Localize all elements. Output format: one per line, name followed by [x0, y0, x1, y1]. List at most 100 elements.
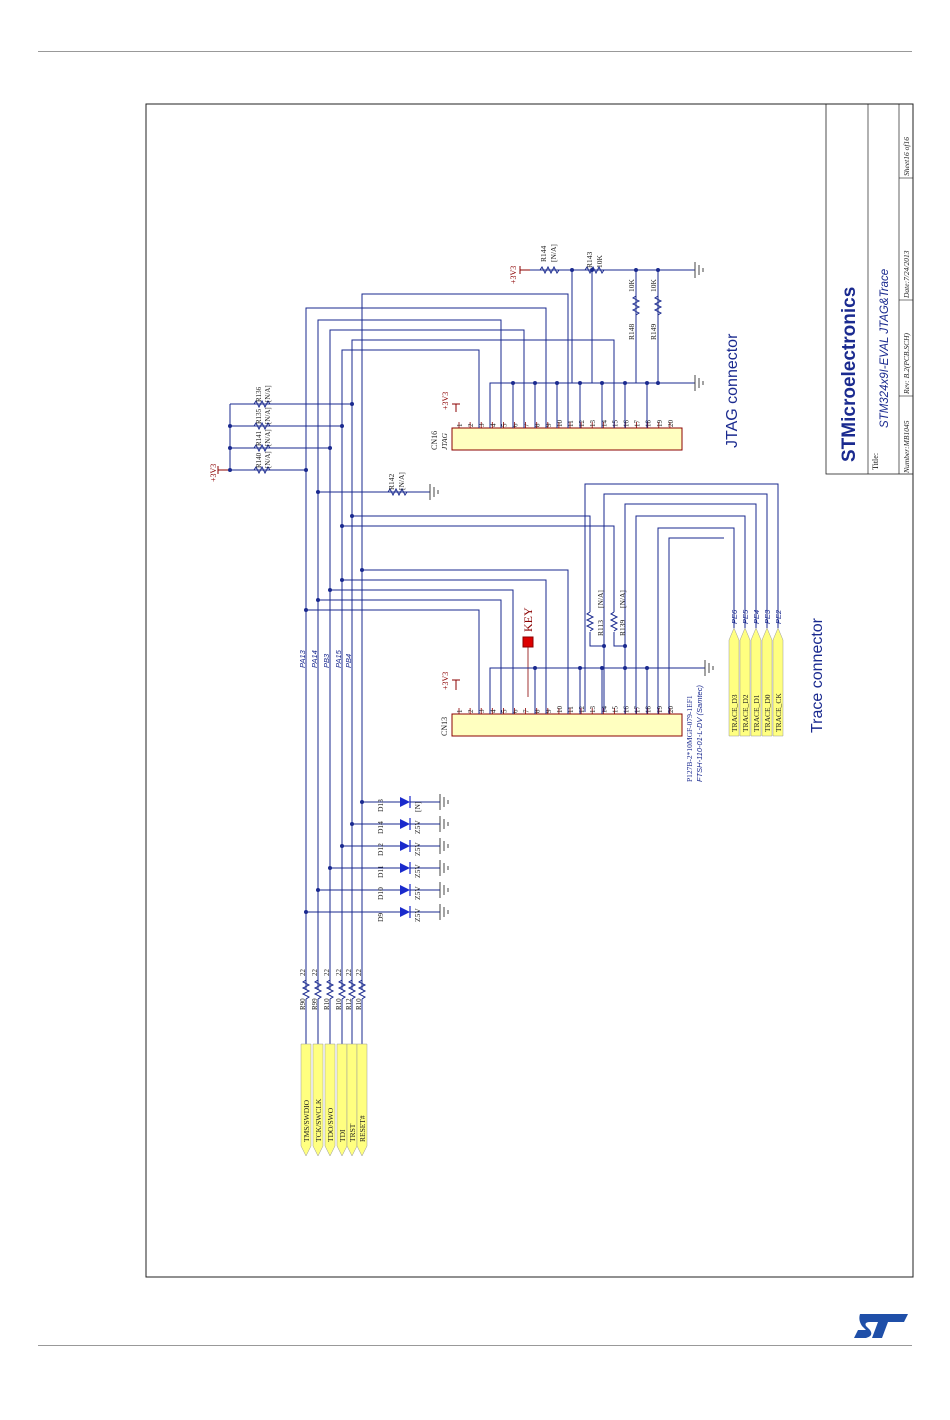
- r139-value: [N/A]: [618, 590, 627, 608]
- port-label-pa13: PA13: [298, 649, 307, 668]
- cn16-pin-1-label: 1: [456, 423, 464, 427]
- diode-d9-value: Z5V: [413, 908, 422, 922]
- r149-value: 10K: [649, 279, 658, 293]
- cn16-body: [451, 427, 683, 451]
- cn13-pin-4-label: 4: [489, 709, 497, 713]
- cn13-pin-12-label: 12: [578, 706, 586, 714]
- trace-connector-label: Trace connector: [809, 617, 826, 733]
- series-resistor-5: [357, 979, 367, 1000]
- series-resistor-3-ref: R10: [335, 998, 343, 1010]
- jtag-flag-4: [346, 1043, 358, 1157]
- cn13-pin-20-label: 20: [667, 706, 675, 714]
- r139-ref: R139: [618, 619, 627, 636]
- series-resistor-1-value: 22: [311, 969, 319, 977]
- cn16-pin-6-label: 6: [512, 423, 520, 427]
- cn16-pin-10-label: 10: [556, 420, 564, 428]
- jtag-flag-1: [312, 1043, 324, 1157]
- series-resistor-0-ref: R90: [299, 998, 307, 1010]
- r113-ref: R113: [596, 620, 605, 636]
- diode-d10-body: [400, 885, 410, 895]
- cn13-pin-5-label: 5: [500, 709, 508, 713]
- pullup-resistor-1-ref: R135: [255, 408, 263, 424]
- cn16-vcc-label: +3V3: [441, 392, 450, 410]
- pullup-resistor-3: [253, 465, 271, 475]
- jtag-signal-2-label: TDO/SWO: [326, 1107, 335, 1142]
- cn16-ref: CN16: [430, 431, 439, 450]
- jtag-signal-4-label: TRST: [348, 1123, 357, 1142]
- r143-value: 10K: [595, 255, 604, 269]
- cn16-pin-8-label: 8: [534, 423, 542, 427]
- diode-d12-ref: D12: [376, 843, 385, 856]
- series-resistor-1-ref: R99: [311, 998, 319, 1010]
- jtag-flag-5: [356, 1043, 368, 1157]
- trace-port-0-label: PE6: [730, 609, 739, 624]
- trace-port-1-label: PE5: [741, 609, 750, 624]
- series-resistor-5-ref: R10: [355, 998, 363, 1010]
- page-top-rule: [38, 51, 912, 52]
- diode-d12-value: Z5V: [413, 842, 422, 856]
- cn13-pin-9-label: 9: [545, 709, 553, 713]
- diode-d14-body: [400, 819, 410, 829]
- wiring: [229, 269, 779, 990]
- series-resistor-3: [337, 979, 347, 1000]
- trace-signal-0-label: TRACE_D3: [730, 694, 739, 732]
- pullup-resistor-2-ref: R141: [255, 430, 263, 446]
- company-name: STMicroelectronics: [839, 287, 860, 462]
- series-resistor-4-value: 22: [345, 969, 353, 977]
- cn16-pin-20-label: 20: [667, 420, 675, 428]
- trace-signal-2-label: TRACE_D1: [752, 694, 761, 732]
- pullup-resistor-1: [253, 421, 271, 431]
- port-label-pb4: PB4: [344, 654, 353, 668]
- drawing-title: STM324x9I-EVAL JTAG&Trace: [879, 269, 891, 428]
- pullup-resistor-0-value: [N/A]: [264, 385, 272, 402]
- cn16-pin-15-label: 15: [611, 420, 619, 428]
- trace-flag-2: [750, 627, 762, 737]
- cn13-pin-17-label: 17: [634, 706, 642, 714]
- page-bottom-rule: [38, 1345, 912, 1346]
- jtag-signal-5-label: RESET#: [358, 1115, 367, 1142]
- series-resistor-3-value: 22: [335, 969, 343, 977]
- cn13-part-number: P127B-2*10MGF-079-1EF1: [685, 695, 694, 782]
- r144-value: [N/A]: [549, 244, 558, 262]
- cn13-pin-18-label: 18: [645, 706, 653, 714]
- series-resistor-2-value: 22: [323, 969, 331, 977]
- cn16-pin-13-label: 13: [589, 420, 597, 428]
- cn16-pin-11-label: 11: [567, 420, 575, 427]
- cn16-pin-2-label: 2: [467, 423, 475, 427]
- cn13-pin-7-label: 7: [523, 709, 531, 713]
- drawing-revision: Rev: B.2(PCB.SCH): [902, 332, 911, 395]
- diode-d9-ref: D9: [376, 913, 385, 922]
- jtag-flag-0: [300, 1043, 312, 1157]
- r149-ref: R149: [649, 323, 658, 340]
- cn13-pin-1-label: 1: [456, 709, 464, 713]
- diode-d11-value: Z5V: [413, 864, 422, 878]
- pullup-resistor-2-value: [N/A]: [264, 429, 272, 446]
- cn16-pin-19-label: 19: [656, 420, 664, 428]
- trace-flag-4: [772, 627, 784, 737]
- junctions: [228, 268, 660, 914]
- cn16-pin-16-label: 16: [623, 420, 631, 428]
- cn13-pin-2-label: 2: [467, 709, 475, 713]
- cn16-pin-3-label: 3: [478, 423, 486, 427]
- sheet-number: Sheet16 of16: [902, 137, 911, 176]
- cn13-pin-10-label: 10: [556, 706, 564, 714]
- jtag-connector-label: JTAG connector: [724, 333, 741, 448]
- series-resistor-1: [313, 979, 323, 1000]
- trace-port-3-label: PE3: [763, 609, 772, 624]
- jtag-signal-3-label: TDI: [338, 1129, 347, 1142]
- cn16-pin-14-label: 14: [600, 420, 608, 428]
- cn13-ref: CN13: [440, 717, 449, 736]
- cn13-pin-8-label: 8: [534, 709, 542, 713]
- pullup-resistor-3-value: [N/A]: [264, 451, 272, 468]
- r113-value: [N/A]: [596, 590, 605, 608]
- trace-signal-flags: TRACE_D3PE6TRACE_D2PE5TRACE_D1PE4TRACE_D…: [728, 609, 784, 737]
- cn13-pin-13-label: 13: [589, 706, 597, 714]
- resistors: R144 [N/A] R143 10K R148 10K R149 10K R1…: [253, 244, 663, 1044]
- cn13-vcc-label: +3V3: [441, 672, 450, 690]
- cn16-pin-4-label: 4: [489, 423, 497, 427]
- trace-port-4-label: PE2: [774, 609, 783, 624]
- r142-value: [N/A]: [397, 472, 406, 490]
